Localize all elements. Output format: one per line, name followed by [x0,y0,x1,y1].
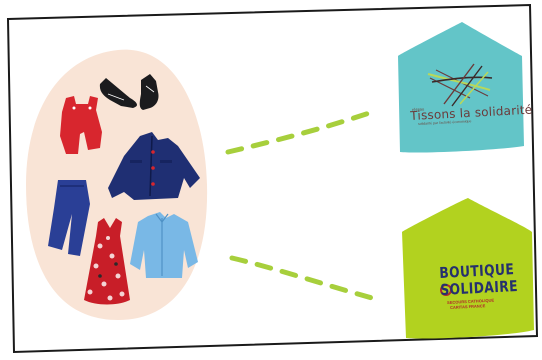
boutique-logo-line2: SOLIDAIRE [440,279,518,298]
